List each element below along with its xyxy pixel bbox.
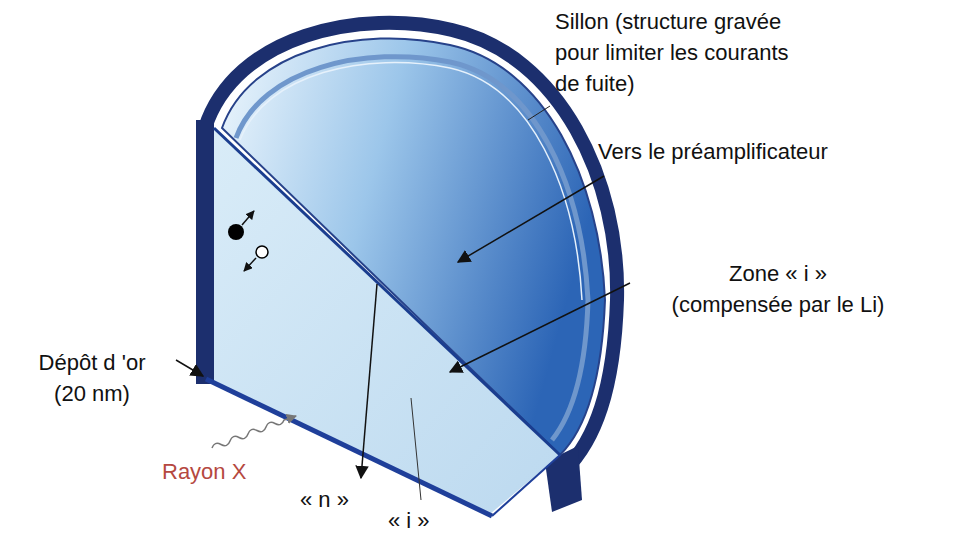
leader-arrow	[361, 284, 377, 478]
electron	[228, 224, 244, 240]
part-label: Sillon (structure gravée pour limiter le…	[555, 6, 789, 99]
electron-arrow	[242, 211, 254, 225]
layer-label: « n »	[300, 484, 349, 515]
label-line: de fuite)	[555, 68, 789, 99]
gold-layer	[206, 379, 492, 516]
hole	[256, 246, 268, 258]
layer-label: « i »	[388, 505, 430, 536]
leader-line	[411, 398, 421, 500]
leader-arrow	[176, 360, 203, 376]
label-line: (20 nm)	[7, 378, 177, 409]
label-line: Rayon X	[162, 456, 246, 487]
radiation-label: Rayon X	[162, 456, 246, 487]
leader-arrow	[450, 283, 630, 372]
label-line: « n »	[300, 484, 349, 515]
part-label: Dépôt d 'or (20 nm)	[7, 347, 177, 409]
label-line: Dépôt d 'or	[7, 347, 177, 378]
label-line: Sillon (structure gravée	[555, 6, 789, 37]
label-line: « i »	[388, 505, 430, 536]
leader-line	[528, 106, 550, 120]
part-label: Vers le préamplificateur	[598, 136, 828, 167]
xray-wave	[212, 416, 296, 448]
part-label: Zone « i » (compensée par le Li)	[618, 258, 938, 320]
label-line: Zone « i »	[618, 258, 938, 289]
label-line: Vers le préamplificateur	[598, 136, 828, 167]
label-line: (compensée par le Li)	[618, 289, 938, 320]
leader-arrow	[458, 176, 604, 262]
label-line: pour limiter les courants	[555, 37, 789, 68]
housing-bracket	[196, 120, 214, 384]
detector-cut-face	[214, 128, 560, 514]
slab-edge	[492, 455, 560, 516]
hole-arrow	[244, 258, 256, 271]
